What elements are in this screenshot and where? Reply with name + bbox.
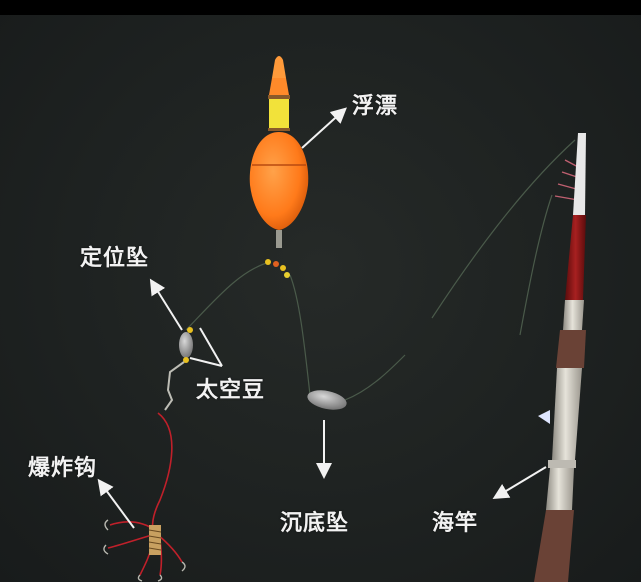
label-sea-rod: 海竿	[432, 511, 479, 536]
position-sinker	[179, 327, 193, 363]
top-black-bar	[0, 0, 641, 15]
annotation-arrows	[97, 107, 547, 529]
label-space-beans: 太空豆	[196, 378, 266, 403]
label-explosion-hook: 爆炸钩	[28, 456, 98, 481]
hook-spring	[148, 525, 162, 555]
arrow-position-sinker	[149, 278, 183, 331]
arrow-space-bean-1	[199, 327, 223, 367]
hook-barbs	[103, 519, 186, 582]
fishing-line	[185, 139, 576, 401]
swivel-chain	[164, 361, 185, 411]
arrow-float	[301, 107, 347, 149]
explosion-hook	[107, 412, 183, 576]
label-float: 浮漂	[352, 94, 399, 119]
sea-rod	[534, 133, 586, 582]
arrow-sea-rod	[492, 466, 547, 500]
label-bottom-sinker: 沉底坠	[280, 511, 350, 536]
label-position-sinker: 定位坠	[80, 246, 150, 271]
arrow-explosion-hook	[97, 478, 135, 529]
float	[249, 56, 309, 248]
bottom-sinker	[307, 390, 347, 410]
space-beans-upper	[265, 259, 290, 278]
arrow-space-bean-2	[189, 357, 223, 367]
